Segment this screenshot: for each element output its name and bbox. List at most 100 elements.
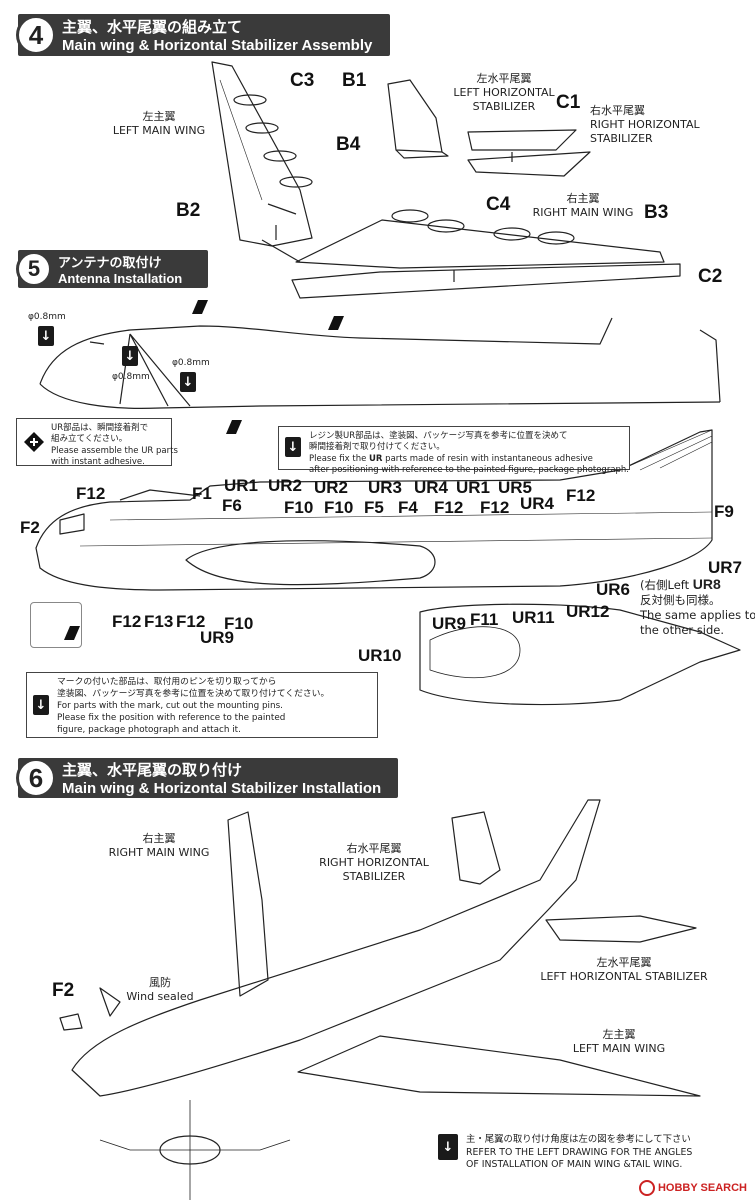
part-b3: B3 — [644, 202, 669, 223]
part-c4: C4 — [486, 194, 511, 215]
part-b4: B4 — [336, 134, 361, 155]
part-label: F12 — [434, 498, 464, 517]
note-resin-line3-post: parts made of resin with instantaneous a… — [382, 453, 593, 464]
label-right-stabilizer-6: 右水平尾翼 RIGHT HORIZONTAL STABILIZER — [314, 842, 434, 883]
pin-mark-icon: ↓ — [33, 695, 49, 715]
part-label: F12 — [76, 484, 106, 503]
part-label: UR7 — [708, 558, 743, 577]
watermark-text: HOBBY SEARCH — [657, 1182, 747, 1194]
part-label: UR11 — [512, 608, 555, 627]
step6-title-jp: 主翼、水平尾翼の取り付け — [62, 761, 243, 779]
label-left-main-wing-6: 左主翼 LEFT MAIN WING — [564, 1028, 674, 1056]
side-note-line2: 反対側も同様。 — [640, 592, 721, 607]
side-note-line1-pre: (右側Left — [640, 578, 693, 592]
part-label: UR6 — [596, 580, 631, 599]
step6-title-en: Main wing & Horizontal Stabilizer Instal… — [62, 780, 382, 797]
part-label: UR12 — [566, 602, 610, 621]
dim-2: φ0.8mm — [112, 372, 150, 382]
ur-resin-icon — [192, 300, 208, 314]
part-label: UR1 — [224, 476, 259, 495]
part-label: F1 — [192, 484, 212, 503]
part-label: UR4 — [520, 494, 555, 513]
label6-right-main-wing-en: RIGHT MAIN WING — [108, 845, 210, 859]
step6-header: 6 主翼、水平尾翼の取り付け Main wing & Horizontal St… — [16, 758, 398, 798]
label6-left-stab-jp: 左水平尾翼 — [596, 956, 652, 969]
part-label: UR4 — [414, 478, 449, 497]
note-resin-parts: ↓ レジン製UR部品は、塗装図、パッケージ写真を参考に位置を決めて 瞬間接着剤で… — [278, 426, 630, 475]
note-ur-line4: with instant adhesive. — [51, 457, 145, 468]
label-right-main-wing-en: RIGHT MAIN WING — [532, 205, 634, 219]
pin-mark-icon: ↓ — [180, 372, 196, 392]
part-c2: C2 — [698, 266, 723, 287]
note-ur-line1: UR部品は、瞬間接着剤で — [51, 423, 149, 433]
part-b1: B1 — [342, 70, 367, 91]
ur-resin-icon — [226, 420, 242, 434]
label-right-main-wing-6: 右主翼 RIGHT MAIN WING — [104, 832, 214, 860]
step5-header: 5 アンテナの取付け Antenna Installation — [16, 250, 208, 288]
step5-title-jp: アンテナの取付け — [58, 256, 162, 271]
part-label: F6 — [222, 496, 242, 515]
ur-resin-icon — [328, 316, 344, 330]
part-label: F12 — [176, 612, 206, 631]
part-label: F12 — [112, 612, 142, 631]
step5-title-en: Antenna Installation — [58, 271, 183, 286]
label-left-main-wing-jp: 左主翼 — [142, 110, 176, 123]
note-resin-line4: after positioning with reference to the … — [309, 465, 630, 476]
step4-number: 4 — [16, 15, 56, 55]
part-label: UR9 — [200, 628, 235, 647]
label6-left-stab-en: LEFT HORIZONTAL STABILIZER — [540, 969, 708, 983]
part-label: F9 — [714, 502, 734, 521]
note-ur-line3: Please assemble the UR parts — [51, 445, 178, 456]
label6-right-main-wing-jp: 右主翼 — [142, 832, 176, 845]
part-label: UR10 — [358, 646, 402, 665]
note-ur-adhesive: UR部品は、瞬間接着剤で 組み立てください。 Please assemble t… — [16, 418, 178, 468]
adhesive-diamond-icon — [24, 432, 44, 452]
label6-windshield-jp: 風防 — [149, 976, 171, 989]
label-left-stab-en1: LEFT HORIZONTAL — [453, 85, 555, 99]
note-angle-line3: OF INSTALLATION OF MAIN WING &TAIL WING. — [466, 1159, 683, 1171]
part-label: F13 — [144, 612, 174, 631]
note-pins-line2: 塗装図、パッケージ写真を参考に位置を決めて取り付けてください。 — [57, 688, 330, 699]
label-right-stabilizer: 右水平尾翼 RIGHT HORIZONTAL STABILIZER — [590, 104, 700, 145]
label6-left-main-wing-jp: 左主翼 — [602, 1028, 636, 1041]
pin-detail-sketch — [30, 602, 82, 648]
part-label: F10 — [284, 498, 314, 517]
part-label: UR3 — [368, 478, 403, 497]
note-mounting-pins: ↓ マークの付いた部品は、取付用のピンを切り取ってから 塗装図、パッケージ写真を… — [26, 672, 378, 738]
note-pins-line3: For parts with the mark, cut out the mou… — [57, 700, 283, 711]
pin-mark-icon: ↓ — [38, 326, 54, 346]
part-label: UR9 — [432, 614, 467, 633]
pin-mark-icon: ↓ — [122, 346, 138, 366]
label-left-stab-jp: 左水平尾翼 — [476, 72, 532, 85]
hobby-search-logo-icon — [638, 1180, 655, 1196]
pin-mark-icon: ↓ — [285, 437, 301, 457]
label-left-stabilizer: 左水平尾翼 LEFT HORIZONTAL STABILIZER — [444, 72, 564, 113]
side-note-line4: the other side. — [640, 622, 725, 637]
note-resin-line1: レジン製UR部品は、塗装図、パッケージ写真を参考に位置を決めて — [309, 431, 568, 441]
step4-title-jp: 主翼、水平尾翼の組み立て — [62, 18, 243, 36]
watermark: HOBBY SEARCH — [638, 1180, 747, 1196]
label6-left-main-wing-en: LEFT MAIN WING — [572, 1041, 666, 1055]
note-resin-line2: 瞬間接着剤で取り付けてください。 — [309, 442, 445, 453]
step4-title-en: Main wing & Horizontal Stabilizer Assemb… — [62, 37, 373, 54]
part-f2-step6: F2 — [52, 980, 75, 1001]
step6-number: 6 — [16, 758, 56, 798]
side-note: (右側Left UR8 反対側も同様。 The same applies to … — [640, 576, 755, 638]
part-c3: C3 — [290, 70, 315, 91]
part-label: F4 — [398, 498, 418, 517]
part-label: F11 — [470, 610, 499, 629]
part-b2: B2 — [176, 200, 201, 221]
side-note-line1-bold: UR8 — [692, 576, 721, 592]
note-resin-line3-bold: UR — [369, 453, 383, 464]
part-label: F10 — [324, 498, 354, 517]
note-angle-line1: 主・尾翼の取り付け角度は左の図を参考にして下さい — [466, 1134, 691, 1145]
part-label: UR5 — [498, 478, 533, 497]
label-right-main-wing: 右主翼 RIGHT MAIN WING — [528, 192, 638, 220]
part-label: F10 — [224, 614, 254, 633]
note-angle-line2: REFER TO THE LEFT DRAWING FOR THE ANGLES — [466, 1146, 693, 1158]
part-label: UR1 — [456, 478, 491, 497]
note-pins-line1: マークの付いた部品は、取付用のピンを切り取ってから — [57, 677, 277, 687]
step4-header: 4 主翼、水平尾翼の組み立て Main wing & Horizontal St… — [16, 14, 390, 56]
part-c1: C1 — [556, 92, 581, 113]
